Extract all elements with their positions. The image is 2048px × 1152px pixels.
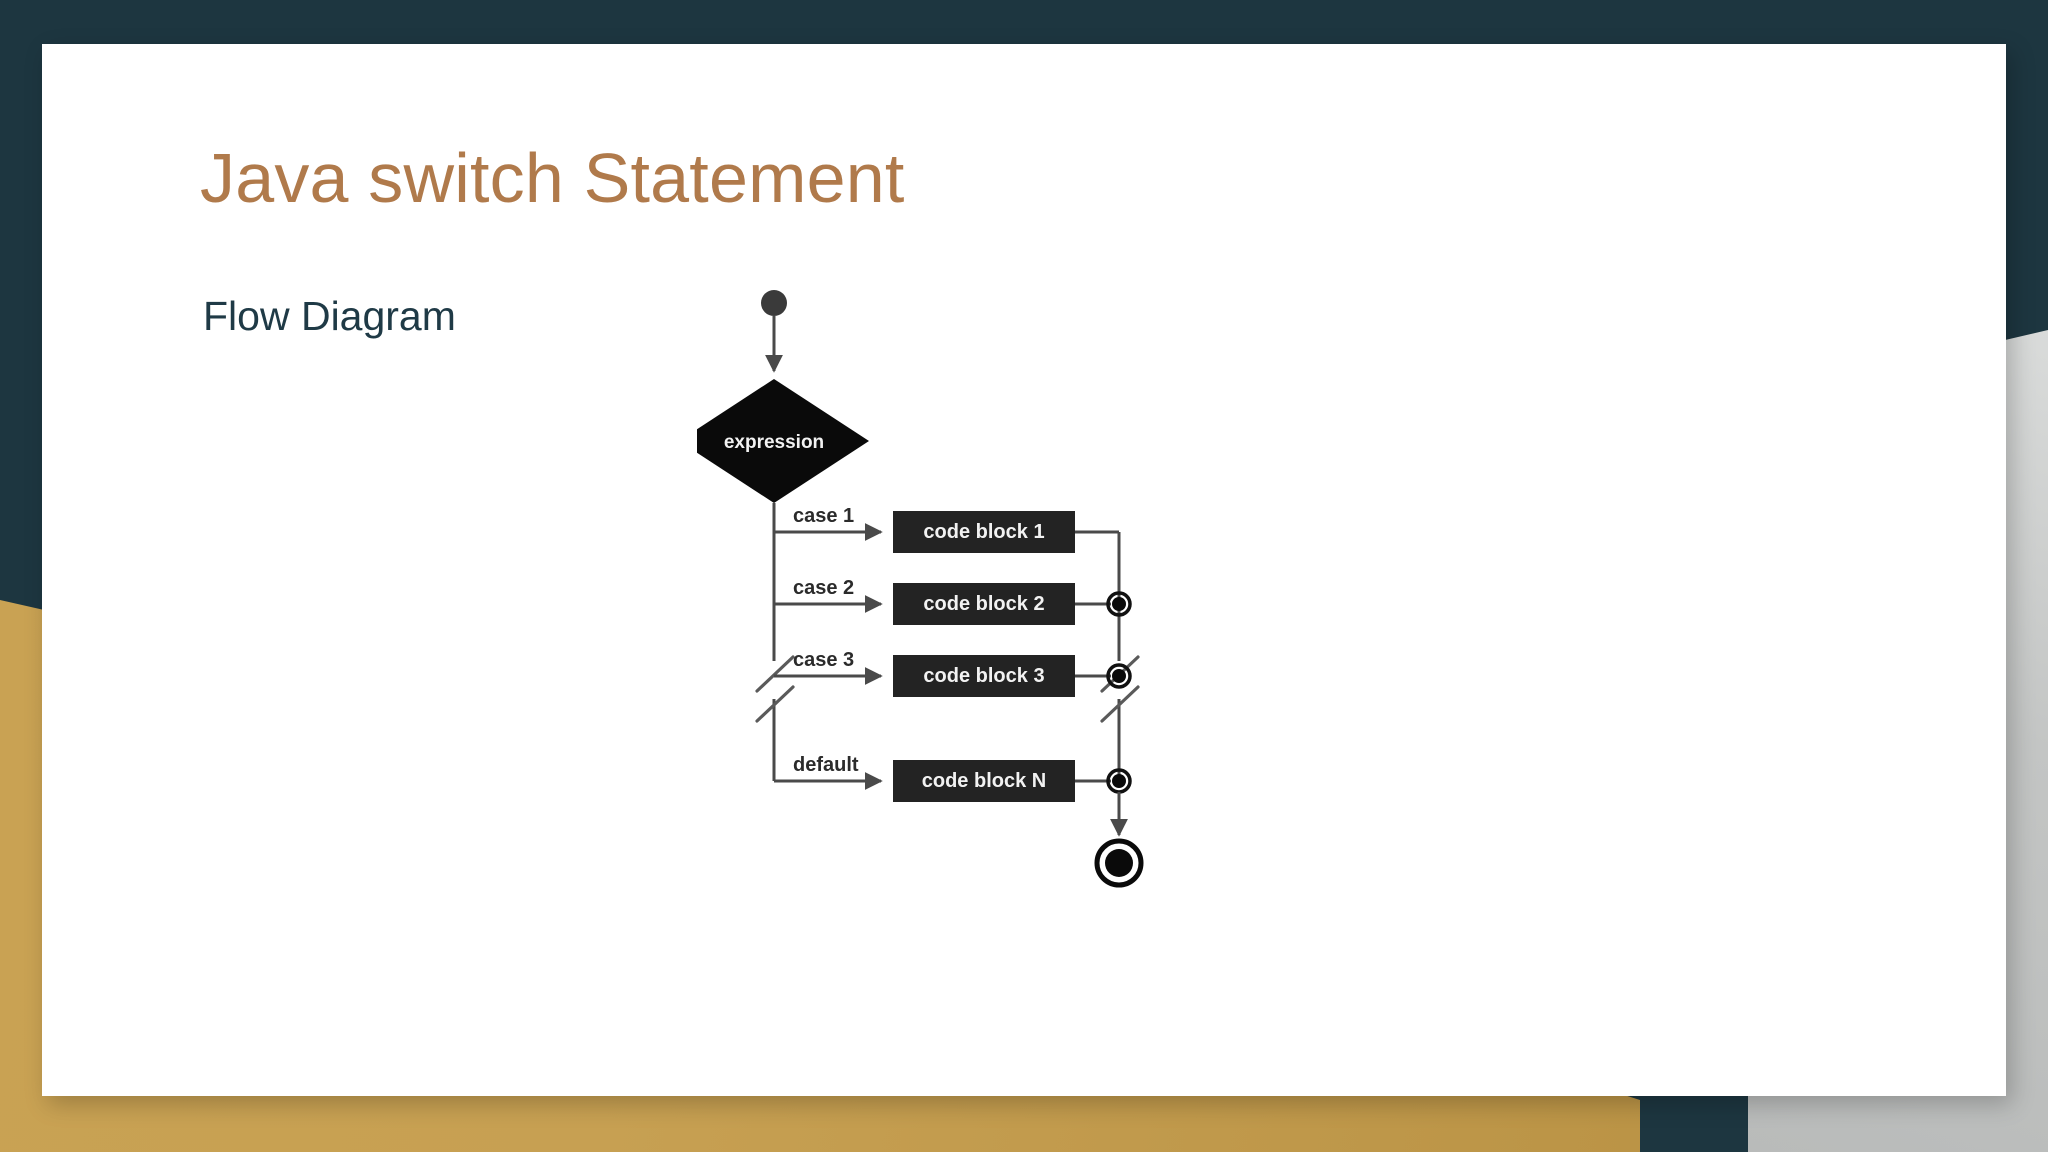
- action-box-default: [893, 760, 1075, 802]
- start-node-icon: [761, 290, 787, 316]
- guard-label-default: default: [793, 754, 859, 776]
- action-box-case-3: [893, 655, 1075, 697]
- action-box-case-2: [893, 583, 1075, 625]
- switch-flow-diagram: expression case 1 code block 1 case 2 co…: [697, 289, 1217, 1099]
- guard-label-case-1: case 1: [793, 505, 854, 527]
- action-label-case-3: code block 3: [923, 665, 1044, 687]
- merge-node-ring-case-3: [1106, 663, 1132, 689]
- end-node-ring-icon: [1094, 838, 1144, 888]
- decision-diamond: [697, 379, 869, 503]
- action-label-case-2: code block 2: [923, 593, 1044, 615]
- guard-label-case-2: case 2: [793, 577, 854, 599]
- merge-node-dot-case-2: [1112, 597, 1126, 611]
- break-mark-left-slash-b: [755, 685, 795, 723]
- break-mark-left-slash-a: [755, 655, 795, 693]
- merge-node-dot-default: [1112, 774, 1126, 788]
- decision-label: expression: [724, 432, 824, 453]
- action-box-case-1: [893, 511, 1075, 553]
- action-label-case-1: code block 1: [923, 521, 1044, 543]
- merge-node-dot-case-3: [1112, 669, 1126, 683]
- break-mark-right-slash-b: [1100, 685, 1140, 723]
- slide-subtitle: Flow Diagram: [203, 293, 456, 339]
- action-label-default: code block N: [922, 770, 1046, 792]
- end-node-dot-icon: [1105, 849, 1133, 877]
- guard-label-case-3: case 3: [793, 649, 854, 671]
- page-title: Java switch Statement: [200, 139, 905, 217]
- slide-canvas: Java switch Statement Flow Diagram expre…: [42, 44, 2006, 1096]
- merge-node-ring-case-2: [1106, 591, 1132, 617]
